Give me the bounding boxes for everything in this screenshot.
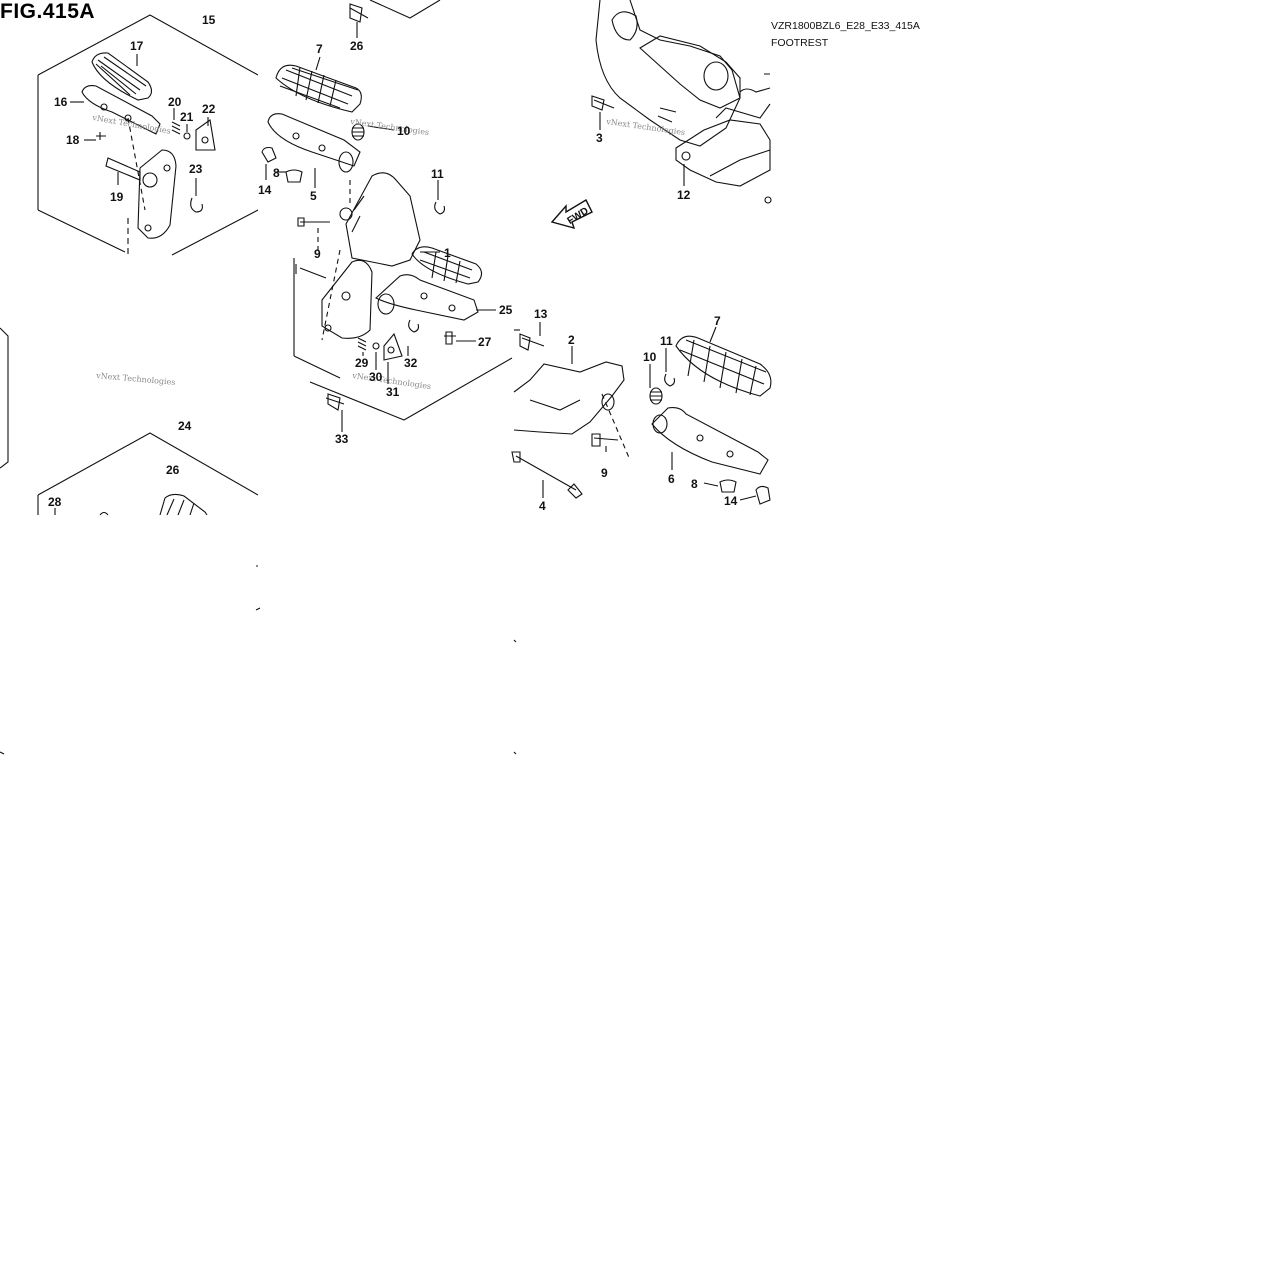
callout-31: 31 — [386, 385, 400, 399]
callout-7: 7 — [316, 42, 323, 56]
callout-labels: 15 17 16 20 21 22 18 19 23 24 26 28 26 7… — [48, 13, 738, 513]
callout-7: 7 — [714, 314, 721, 328]
right-bottom-frame-2 — [513, 329, 625, 435]
watermark: vNext Technologies — [605, 117, 686, 137]
left-footpeg-rubber — [91, 52, 153, 101]
right-bottom-small-parts — [511, 333, 771, 505]
callout-2: 2 — [568, 333, 575, 347]
center-bracket-1 — [339, 172, 421, 267]
left-leader-lines — [70, 54, 209, 211]
callout-29: 29 — [355, 356, 369, 370]
callout-23: 23 — [189, 162, 203, 176]
callout-28: 28 — [48, 495, 62, 509]
model-code: VZR1800BZL6_E28_E33_415A — [771, 20, 920, 32]
right-top-footpeg-bracket-12 — [675, 73, 772, 204]
callout-4: 4 — [539, 499, 546, 513]
callout-16: 16 — [54, 95, 68, 109]
callout-10: 10 — [397, 124, 411, 138]
callout-20: 20 — [168, 95, 182, 109]
callout-6: 6 — [668, 472, 675, 486]
center-leader-lines — [265, 22, 496, 432]
callout-8: 8 — [273, 166, 280, 180]
center-spring-10 — [351, 123, 365, 141]
right-top-bolt-3 — [591, 95, 615, 130]
callout-26: 26 — [350, 39, 364, 53]
center-footpeg-body-5 — [267, 113, 361, 173]
right-top-frame-bracket — [595, 0, 741, 147]
callout-14: 14 — [724, 494, 738, 508]
right-bottom-leaders — [539, 322, 757, 501]
center-footpeg-rubber-7 — [275, 64, 362, 113]
figure-title: FIG.415A — [0, 0, 96, 23]
callout-18: 18 — [66, 133, 80, 147]
fwd-label: FWD — [565, 206, 590, 227]
center-frame — [293, 0, 513, 421]
right-bottom-footpeg-rubber-7 — [675, 335, 772, 397]
section-name: FOOTREST — [771, 37, 829, 49]
callout-14: 14 — [258, 183, 272, 197]
callout-27: 27 — [478, 335, 492, 349]
callout-11: 11 — [431, 167, 444, 181]
left-assembly-frame — [37, 14, 259, 256]
right-bottom-footpeg-body-6 — [651, 407, 769, 475]
callout-5: 5 — [310, 189, 317, 203]
callout-24: 24 — [178, 419, 192, 433]
callout-1: 1 — [444, 246, 451, 260]
callout-8: 8 — [691, 477, 698, 491]
right-bottom-spring-10 — [649, 387, 663, 405]
center-small-parts — [261, 3, 456, 411]
callout-25: 25 — [499, 303, 513, 317]
callout-9: 9 — [601, 466, 608, 480]
callout-11: 11 — [660, 334, 673, 348]
lower-left-frame — [0, 327, 259, 516]
callout-33: 33 — [335, 432, 349, 446]
watermark: vNext Technologies — [349, 117, 430, 137]
callout-32: 32 — [404, 356, 418, 370]
callout-19: 19 — [110, 190, 124, 204]
fwd-arrow — [550, 199, 593, 230]
center-footpeg-body-25 — [375, 274, 479, 321]
callout-3: 3 — [596, 131, 603, 145]
watermark: vNext Technologies — [95, 371, 176, 387]
callout-17: 17 — [130, 39, 144, 53]
callout-30: 30 — [369, 370, 383, 384]
left-bracket — [137, 149, 177, 239]
callout-10: 10 — [643, 350, 657, 364]
callout-13: 13 — [534, 307, 548, 321]
callout-21: 21 — [180, 110, 194, 124]
center-footpeg-rubber-1 — [411, 246, 483, 285]
callout-12: 12 — [677, 188, 691, 202]
crop-marks — [0, 565, 517, 755]
callout-9: 9 — [314, 247, 321, 261]
callout-22: 22 — [202, 102, 216, 116]
center-lower-bracket — [321, 259, 373, 339]
callout-26: 26 — [166, 463, 180, 477]
callout-15: 15 — [202, 13, 216, 27]
